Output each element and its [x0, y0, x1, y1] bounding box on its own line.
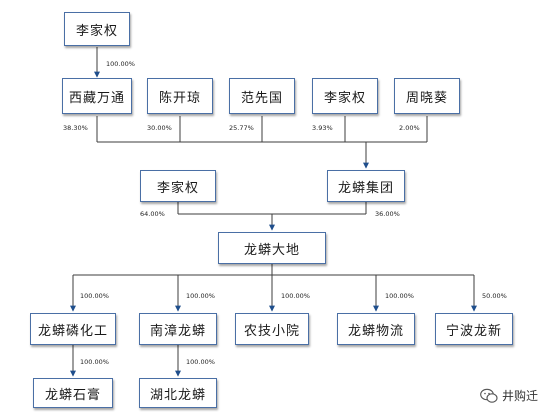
- pct-chen: 30.00%: [147, 124, 172, 132]
- node-nanzhang: 南漳龙蟒: [139, 313, 217, 345]
- node-nongji: 农技小院: [235, 313, 309, 345]
- pct-top-li-xizang: 100.00%: [106, 60, 135, 68]
- node-wuliu: 龙蟒物流: [337, 313, 415, 345]
- watermark: 井购迁: [480, 387, 538, 404]
- pct-li3-dadi: 64.00%: [140, 210, 165, 218]
- node-hubei: 湖北龙蟒: [139, 378, 217, 408]
- pct-zhou: 2.00%: [399, 124, 420, 132]
- pct-lin-shigao: 100.00%: [80, 358, 109, 366]
- node-li3: 李家权: [140, 170, 216, 202]
- pct-xizang: 38.30%: [63, 124, 88, 132]
- node-group: 龙蟒集团: [327, 170, 405, 202]
- node-lin: 龙蟒磷化工: [30, 313, 116, 345]
- pct-dadi-nongji: 100.00%: [281, 292, 310, 300]
- pct-dadi-nanzhang: 100.00%: [186, 292, 215, 300]
- node-shigao: 龙蟒石膏: [33, 378, 113, 408]
- pct-dadi-wuliu: 100.00%: [385, 292, 414, 300]
- node-ningbo: 宁波龙新: [435, 313, 513, 345]
- node-fan: 范先国: [229, 78, 295, 114]
- pct-nanzhang-hubei: 100.00%: [186, 358, 215, 366]
- node-zhou: 周晓葵: [394, 78, 460, 114]
- pct-li2: 3.93%: [312, 124, 333, 132]
- pct-dadi-ningbo: 50.00%: [482, 292, 507, 300]
- watermark-text: 井购迁: [501, 389, 538, 403]
- node-top-li: 李家权: [64, 12, 130, 46]
- wechat-icon: [480, 388, 498, 403]
- node-li2: 李家权: [312, 78, 378, 114]
- node-xizang: 西藏万通: [62, 78, 132, 114]
- pct-group-dadi: 36.00%: [375, 210, 400, 218]
- pct-fan: 25.77%: [229, 124, 254, 132]
- pct-dadi-lin: 100.00%: [80, 292, 109, 300]
- node-chen: 陈开琼: [147, 78, 213, 114]
- node-dadi: 龙蟒大地: [218, 232, 326, 264]
